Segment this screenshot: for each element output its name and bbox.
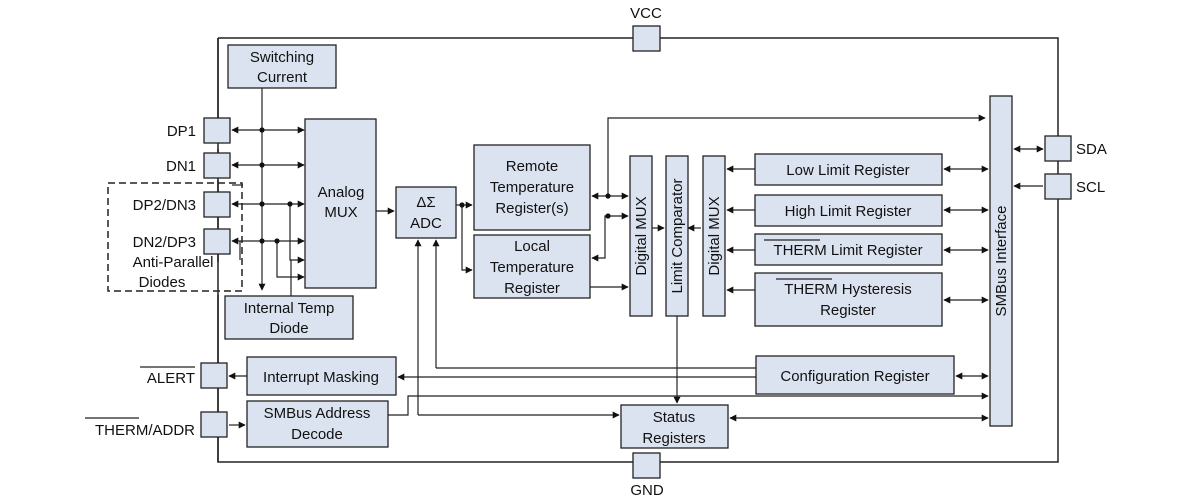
dp1-label: DP1 [167, 123, 196, 140]
status-registers-block [620, 404, 729, 449]
vcc-label: VCC [630, 5, 662, 22]
scl-pin [1044, 173, 1072, 200]
connections [228, 88, 1044, 429]
switching-current-line1: Switching [250, 49, 314, 66]
dp2dn3-label: DP2/DN3 [133, 197, 196, 214]
alert-pin [200, 362, 228, 389]
sda-label: SDA [1076, 141, 1107, 158]
therm-hysteresis-line2: Register [820, 302, 876, 319]
remote-temp-line3: Register(s) [495, 200, 568, 217]
adc-block [395, 186, 457, 239]
limit-comparator-label: Limit Comparator [669, 178, 686, 293]
local-temp-line1: Local [514, 238, 550, 255]
dn2dp3-pin [203, 228, 231, 255]
therm-hyst-overbar-text: THERM [784, 281, 837, 298]
internal-temp-diode-block [224, 295, 354, 340]
dn1-pin [203, 152, 231, 179]
dp1-pin [203, 117, 231, 144]
dp2dn3-pin [203, 191, 231, 218]
interrupt-masking-block [246, 356, 397, 396]
dn1-label: DN1 [166, 158, 196, 175]
smbus-address-decode-line1: SMBus Address [264, 405, 371, 422]
gnd-label: GND [630, 482, 664, 499]
dn2dp3-label: DN2/DP3 [133, 234, 196, 251]
anti-parallel-diodes-box [107, 182, 243, 292]
therm-hysteresis-register-block [754, 272, 943, 327]
high-limit-register-label: High Limit Register [785, 203, 912, 220]
sda-pin [1044, 135, 1072, 162]
internal-temp-diode-line1: Internal Temp [244, 300, 335, 317]
remote-temp-line1: Remote [506, 158, 559, 175]
therm-addr-label: THERM/ADDR [95, 422, 195, 439]
scl-label: SCL [1076, 179, 1105, 196]
therm-limit-register-block [754, 233, 943, 266]
local-temp-register-block [473, 234, 591, 299]
smbus-address-decode-line2: Decode [291, 426, 343, 443]
remote-temp-line2: Temperature [490, 179, 574, 196]
alert-label: ALERT [147, 370, 195, 387]
vcc-pin [632, 25, 661, 52]
configuration-register-block [755, 355, 955, 395]
therm-limit-register-label: THERM Limit Register [773, 242, 922, 259]
therm-limit-overbar-text: THERM [773, 242, 826, 259]
configuration-register-label: Configuration Register [780, 368, 929, 385]
internal-temp-diode-line2: Diode [269, 320, 308, 337]
low-limit-register-label: Low Limit Register [786, 162, 909, 179]
analog-mux-line1: Analog [318, 184, 365, 201]
analog-mux-block [304, 118, 377, 289]
therm-hysteresis-line1: THERM Hysteresis [784, 281, 912, 298]
adc-label: ADC [410, 215, 442, 232]
therm-hyst-rest-text: Hysteresis [838, 281, 912, 298]
local-temp-line3: Register [504, 280, 560, 297]
status-registers-line2: Registers [642, 430, 705, 447]
therm-addr-pin [200, 411, 228, 438]
remote-temp-register-block [473, 144, 591, 231]
smbus-address-decode-block [246, 400, 389, 448]
anti-parallel-label: Anti-Parallel [133, 254, 214, 271]
smbus-interface-label: SMBus Interface [993, 206, 1010, 317]
digital-mux-right-label: Digital MUX [706, 196, 723, 275]
interrupt-masking-label: Interrupt Masking [263, 369, 379, 386]
gnd-pin [632, 452, 661, 479]
switching-current-block [227, 44, 337, 89]
digital-mux-left-label: Digital MUX [633, 196, 650, 275]
junctions [259, 127, 611, 244]
therm-limit-rest-text: Limit Register [827, 242, 923, 259]
analog-mux-line2: MUX [324, 204, 357, 221]
local-temp-line2: Temperature [490, 259, 574, 276]
adc-symbol: ΔΣ [416, 194, 435, 211]
smbus-interface-block [989, 95, 1013, 427]
switching-current-line2: Current [257, 69, 308, 86]
diodes-label: Diodes [139, 274, 186, 291]
status-registers-line1: Status [653, 409, 696, 426]
